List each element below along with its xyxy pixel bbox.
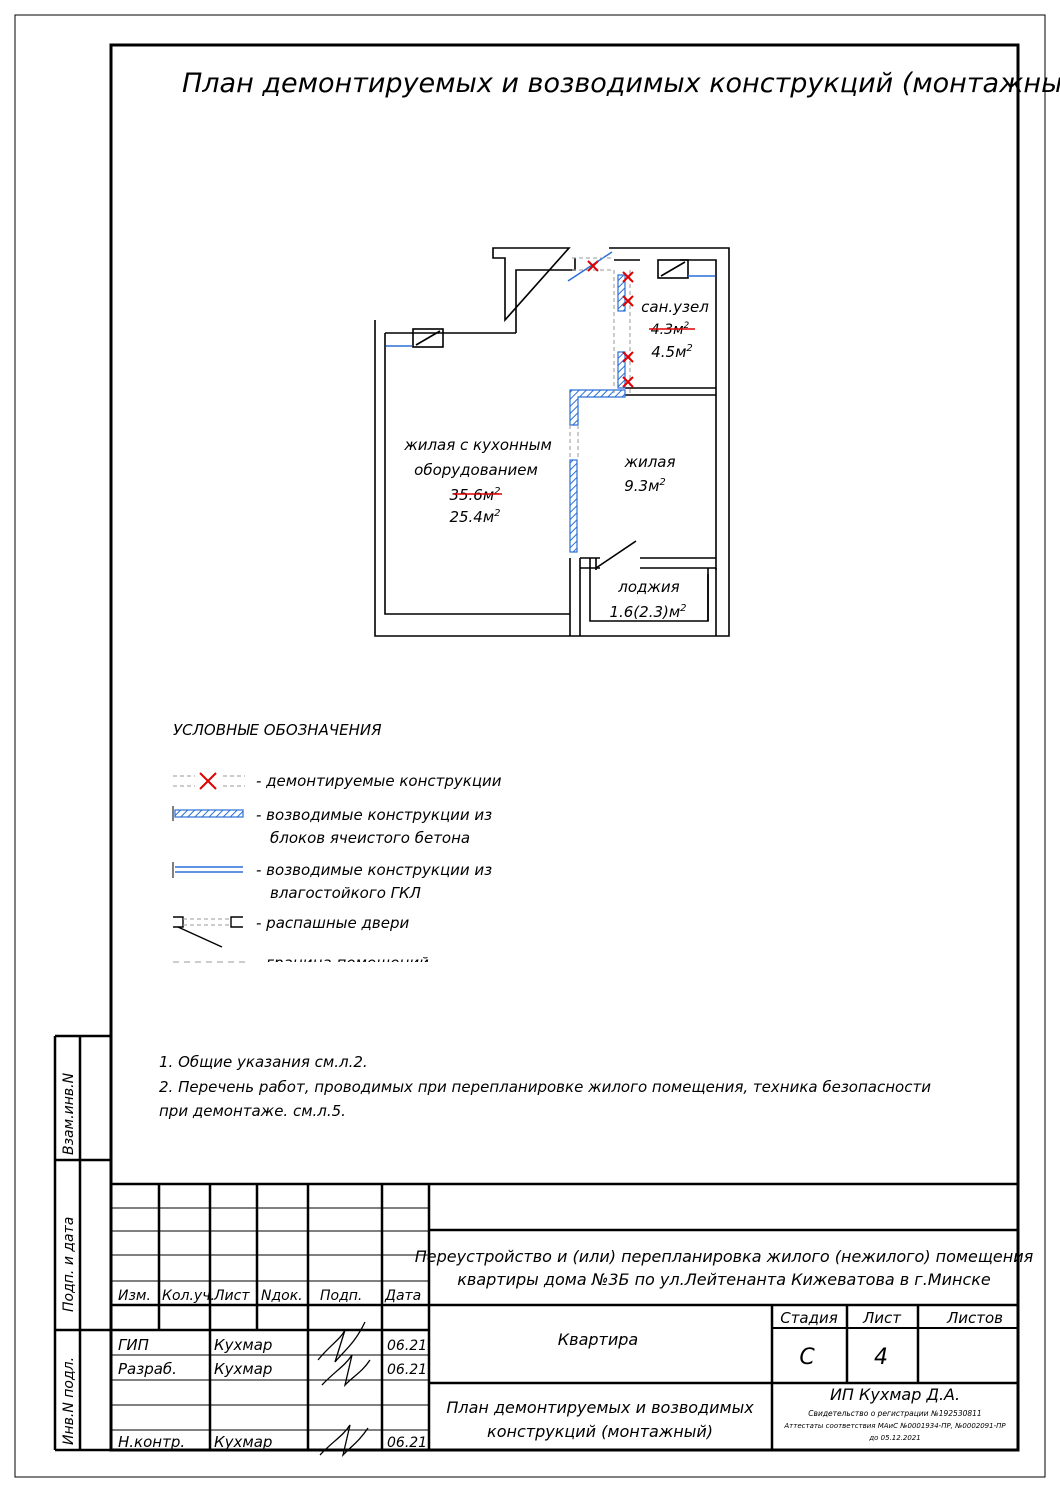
svg-text:сан.узел: сан.узел: [641, 298, 709, 316]
header-list: Лист: [213, 1288, 250, 1304]
header-izm: Изм.: [118, 1288, 151, 1304]
legend-item-3-line1: - возводимые конструкции из: [256, 861, 492, 879]
svg-text:1.6(2.3)м2: 1.6(2.3)м2: [609, 603, 686, 621]
new-block-walls: [569, 274, 626, 553]
person-1-name: Кухмар: [214, 1336, 272, 1354]
person-2-date: 06.21: [387, 1362, 427, 1378]
person-2-name: Кухмар: [214, 1360, 272, 1378]
project-title-line2: квартиры дома №3Б по ул.Лейтенанта Кижев…: [457, 1270, 991, 1289]
header-kolch: Кол.уч.: [162, 1288, 215, 1304]
stage-header: Стадия: [780, 1309, 838, 1327]
header-podp: Подп.: [320, 1288, 362, 1304]
room-bathroom-label: сан.узел 4.3м2 4.5м2: [641, 298, 709, 361]
person-3-name: Кухмар: [214, 1433, 272, 1451]
svg-text:4.3м2: 4.3м2: [651, 321, 690, 338]
person-3-role: Н.контр.: [118, 1433, 185, 1451]
note-1: 1. Общие указания см.л.2.: [159, 1053, 368, 1071]
sheet-title-line1: План демонтируемых и возводимых: [446, 1398, 754, 1417]
legend-item-5: - граница помещений: [256, 954, 429, 972]
side-stamp-podp: Подп. и дата: [61, 1217, 77, 1312]
object-name: Квартира: [558, 1330, 638, 1349]
signature-1: [317, 1321, 371, 1458]
legend-item-1: - демонтируемые конструкции: [256, 772, 502, 790]
demolish-crosses: [587, 260, 634, 388]
legend-heading: УСЛОВНЫЕ ОБОЗНАЧЕНИЯ: [173, 721, 382, 739]
side-stamp-inv: Инв.N подл.: [61, 1357, 77, 1445]
page-title: План демонтируемых и возводимых конструк…: [182, 68, 1060, 99]
svg-text:35.6м2: 35.6м2: [449, 486, 500, 504]
legend-symbol-door: [173, 916, 243, 948]
svg-text:4.5м2: 4.5м2: [651, 343, 693, 361]
legend-item-3-line2: влагостойкого ГКЛ: [270, 884, 421, 902]
company-line2: Свидетельство о регистрации №192530811: [808, 1409, 981, 1418]
page-border: [14, 14, 1046, 1478]
svg-text:жилая: жилая: [623, 453, 675, 471]
outer-wall-inner-line: [384, 258, 717, 622]
room-living-kitchen-label: жилая с кухонным оборудованием 35.6м2 25…: [403, 436, 552, 526]
header-ndok: Nдок.: [261, 1288, 303, 1304]
demolished-walls: [569, 257, 631, 460]
legend-symbol-block: [172, 806, 244, 821]
legend-item-4: - распашные двери: [256, 914, 409, 932]
title-block-grid: [111, 1182, 1018, 1450]
gkl-walls: [386, 251, 715, 347]
person-1-date: 06.21: [387, 1338, 427, 1354]
side-stamp: [53, 1034, 111, 1452]
person-1-role: ГИП: [118, 1336, 149, 1354]
room-bedroom-label: жилая 9.3м2: [623, 453, 675, 495]
svg-text:жилая с кухонным: жилая с кухонным: [403, 436, 552, 454]
legend-item-2-line2: блоков ячеистого бетона: [270, 829, 470, 847]
sheet-title-line2: конструкций (монтажный): [487, 1422, 713, 1441]
note-3: при демонтаже. см.л.5.: [159, 1102, 346, 1120]
svg-text:оборудованием: оборудованием: [414, 461, 538, 479]
company-line4: до 05.12.2021: [868, 1434, 920, 1442]
svg-text:лоджия: лоджия: [617, 578, 679, 596]
person-2-role: Разраб.: [118, 1360, 177, 1378]
header-data: Дата: [384, 1288, 421, 1304]
floor-plan: [374, 247, 730, 637]
svg-text:25.4м2: 25.4м2: [449, 508, 500, 526]
legend-symbol-demolish: [173, 772, 245, 790]
room-loggia-label: лоджия 1.6(2.3)м2: [609, 578, 686, 621]
note-2: 2. Перечень работ, проводимых при перепл…: [159, 1078, 931, 1096]
project-title-line1: Переустройство и (или) перепланировка жи…: [415, 1247, 1034, 1266]
side-stamp-vzam: Взам.инв.N: [61, 1072, 77, 1155]
legend-item-2-line1: - возводимые конструкции из: [256, 806, 492, 824]
sheets-header: Листов: [946, 1309, 1003, 1327]
person-3-date: 06.21: [387, 1435, 427, 1451]
company-name: ИП Кухмар Д.А.: [830, 1385, 960, 1404]
main-frame: [109, 43, 1020, 1452]
sheet-value: 4: [874, 1345, 888, 1370]
svg-text:9.3м2: 9.3м2: [624, 477, 666, 495]
stage-value: С: [799, 1345, 815, 1370]
legend-symbol-gkl: [172, 862, 243, 878]
sheet-header: Лист: [862, 1309, 902, 1327]
company-line3: Аттестаты соответствия МАиС №0001934-ПР,…: [783, 1422, 1006, 1430]
